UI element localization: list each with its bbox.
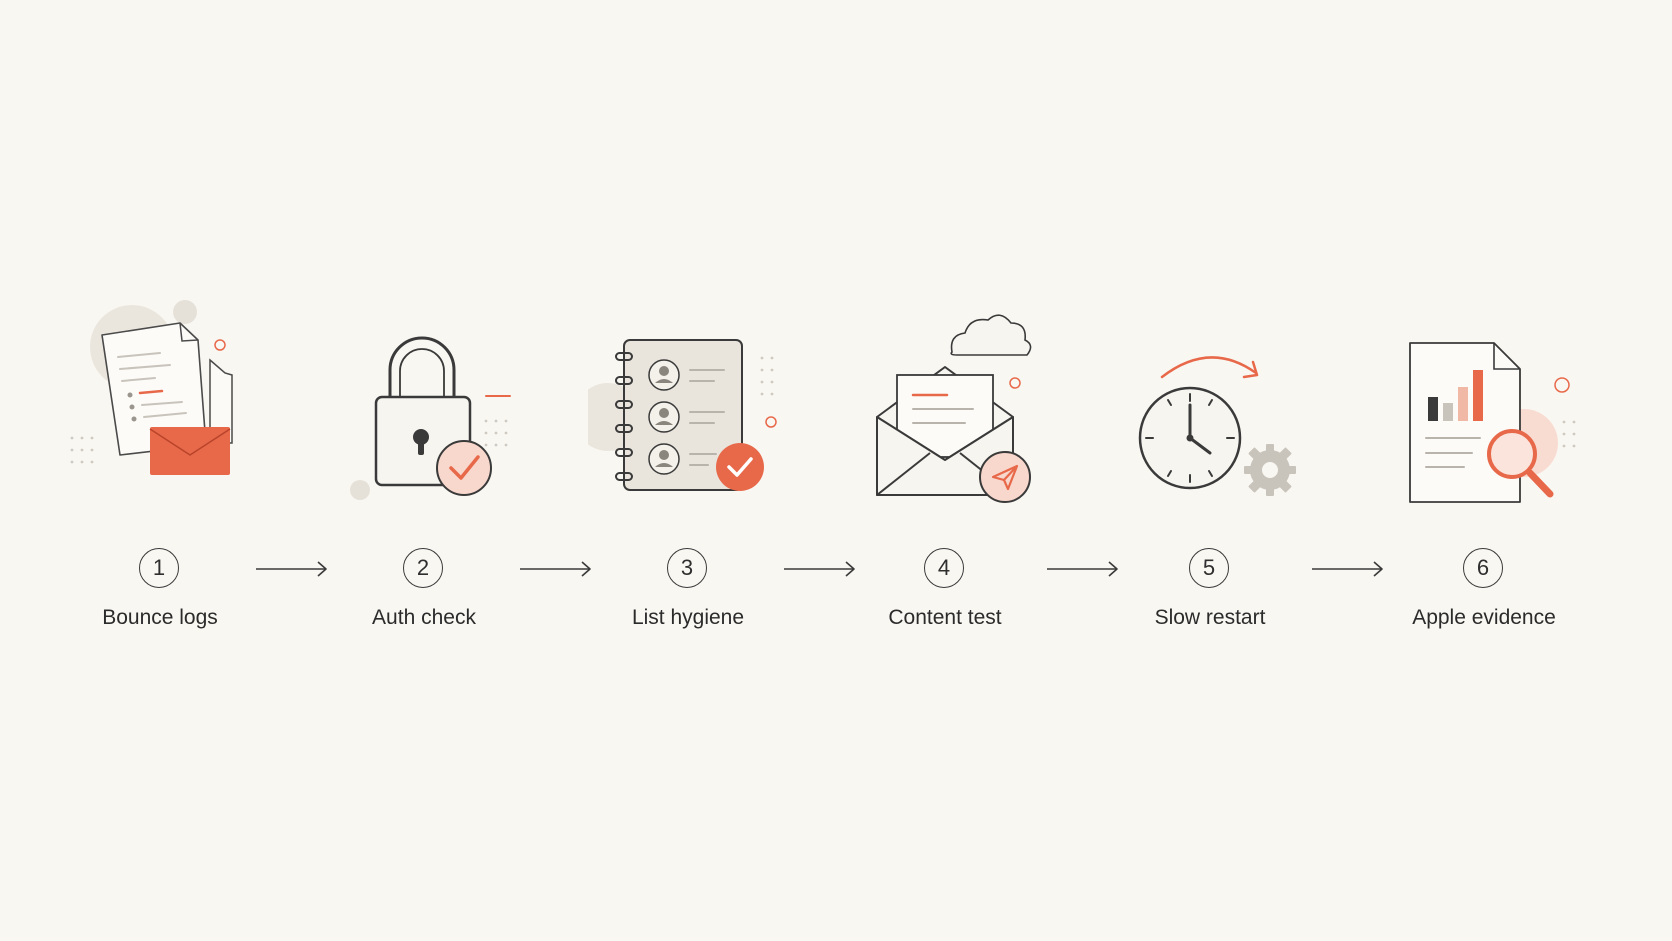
step-3-label: List hygiene [631,606,745,629]
step-5-number: 5 [1189,548,1229,588]
arrow-right-icon [1312,561,1383,577]
step-4: 4 Content test [845,0,1045,941]
step-4-number: 4 [924,548,964,588]
envelope-send-icon [876,314,1032,503]
step-1-label: Bounce logs [102,606,218,629]
document-envelope-icon [70,300,233,475]
step-1: 1 Bounce logs [60,0,260,941]
step-3-number: 3 [667,548,707,588]
arrow-right-icon [256,561,327,577]
step-2: 2 Auth check [324,0,524,941]
step-3: 3 List hygiene [588,0,788,941]
arrow-right-icon [520,561,591,577]
step-5: 5 Slow restart [1110,0,1310,941]
step-1-number: 1 [139,548,179,588]
step-6-number: 6 [1463,548,1503,588]
clock-gear-icon [1138,356,1296,496]
padlock-check-icon [350,336,511,500]
report-magnifier-icon [1409,342,1576,503]
arrow-right-icon [784,561,855,577]
arrow-right-icon [1047,561,1118,577]
contact-list-check-icon [588,339,777,491]
step-6-label: Apple evidence [1412,606,1556,629]
step-2-number: 2 [403,548,443,588]
step-6: 6 Apple evidence [1384,0,1584,941]
step-5-label: Slow restart [1154,606,1266,629]
step-4-label: Content test [888,606,1002,629]
step-2-label: Auth check [372,606,476,629]
